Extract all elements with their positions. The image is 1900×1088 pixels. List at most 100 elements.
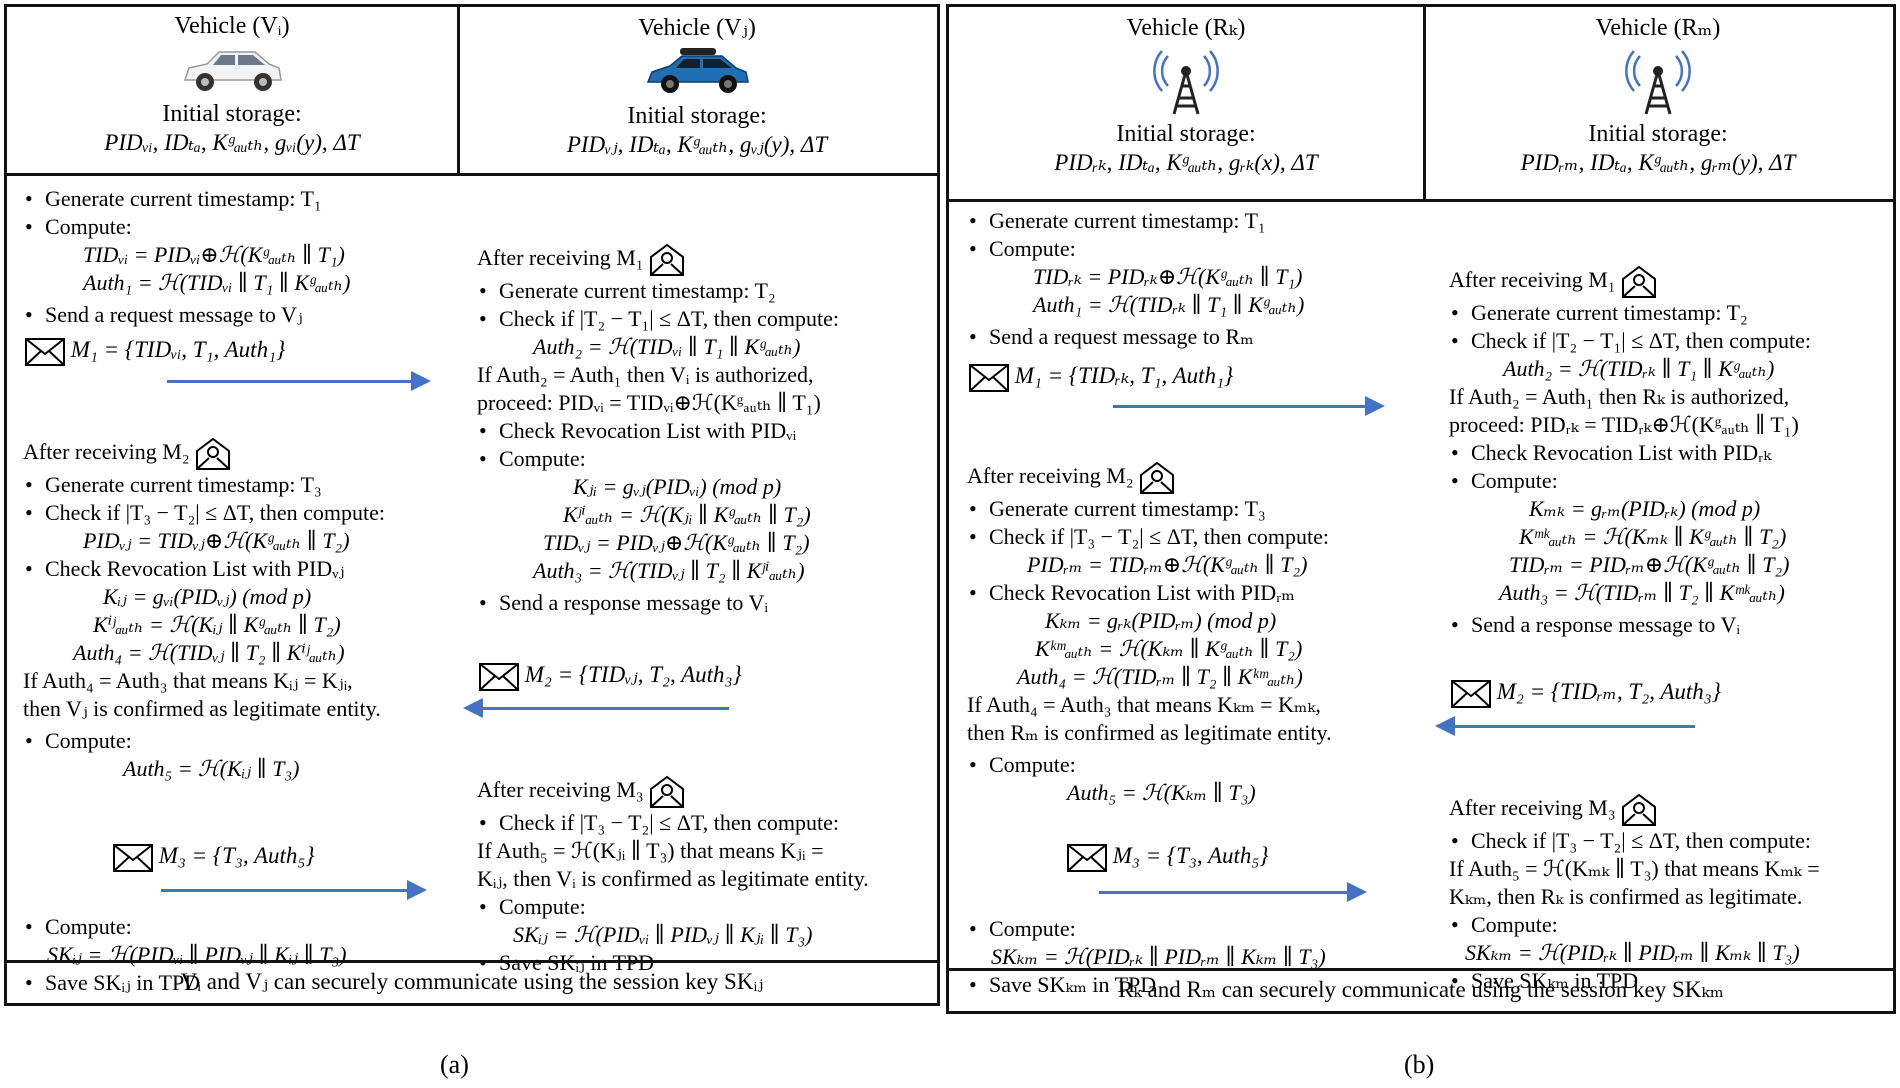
- equation-line: Auth₃ = ℋ(TIDᵥⱼ ∥ T₂ ∥ Kʲⁱₐᵤₜₕ): [533, 558, 805, 583]
- panel-a: Vehicle (Vᵢ) Initial storage: PIDᵥᵢ, IDₜ…: [4, 4, 940, 1006]
- equation-line: Kᵏᵐₐᵤₜₕ = ℋ(Kₖₘ ∥ Kᵍₐᵤₜₕ ∥ T₂): [1035, 636, 1303, 661]
- footer-a: Vᵢ and Vⱼ can securely communicate using…: [7, 960, 937, 1003]
- rk-steps-2: After receiving M₂ Generate current time…: [967, 461, 1407, 807]
- step-line: proceed: PIDᵥᵢ = TIDᵥᵢ⊕ℋ(Kᵍₐᵤₜₕ ∥ T₁): [477, 390, 821, 415]
- step-line: Send a response message to Vᵢ: [477, 589, 937, 617]
- message-m2-a: M₂ = {TIDᵥⱼ, T₂, Auth₃}: [479, 662, 742, 691]
- equation-line: TIDᵥⱼ = PIDᵥⱼ⊕ℋ(Kᵍₐᵤₜₕ ∥ T₂): [543, 530, 810, 555]
- step-line: then Rₘ is confirmed as legitimate entit…: [967, 720, 1332, 745]
- tower-icon: [949, 46, 1423, 121]
- step-line: After receiving M₂: [23, 437, 443, 471]
- rk-storage-label: Initial storage:: [1116, 121, 1256, 147]
- envelope-icon: [113, 843, 153, 872]
- step-line: Check if |T₃ − T₂| ≤ ΔT, then compute:: [967, 523, 1407, 551]
- equation-line: Auth₃ = ℋ(TIDᵣₘ ∥ T₂ ∥ Kᵐᵏₐᵤₜₕ): [1499, 580, 1785, 605]
- step-line: Send a response message to Vᵢ: [1449, 611, 1895, 639]
- step-line: Check if |T₂ − T₁| ≤ ΔT, then compute:: [477, 305, 937, 333]
- message-m3-a: M₃ = {T₃, Auth₅}: [113, 843, 315, 872]
- open-envelope-icon: [1622, 265, 1656, 298]
- arrow-m1-a: [167, 371, 431, 391]
- arrow-m3-b: [1099, 882, 1367, 902]
- step-line: Check Revocation List with PIDᵣₖ: [1449, 439, 1895, 467]
- equation-line: TIDᵣₘ = PIDᵣₘ⊕ℋ(Kᵍₐᵤₜₕ ∥ T₂): [1509, 552, 1790, 577]
- equation-line: Auth₁ = ℋ(TIDᵥᵢ ∥ T₁ ∥ Kᵍₐᵤₜₕ): [83, 270, 351, 295]
- rk-header: Vehicle (Rₖ) Initial storage: PIDᵣₖ, IDₜ…: [949, 7, 1426, 199]
- open-envelope-icon: [1140, 461, 1174, 494]
- step-line: If Auth₄ = Auth₃ that means Kₖₘ = Kₘₖ,: [967, 692, 1321, 717]
- open-envelope-icon: [196, 437, 230, 470]
- arrow-m2-b: [1435, 716, 1695, 736]
- vj-storage-label: Initial storage:: [627, 103, 767, 129]
- equation-line: Auth₅ = ℋ(Kₖₘ ∥ T₃): [1067, 780, 1256, 805]
- step-line: If Auth₂ = Auth₁ then Vᵢ is authorized,: [477, 362, 814, 387]
- step-line: After receiving M₃: [1449, 793, 1895, 827]
- step-line: After receiving M₂: [967, 461, 1407, 495]
- equation-line: Auth₄ = ℋ(TIDᵥⱼ ∥ T₂ ∥ Kⁱʲₐᵤₜₕ): [73, 640, 345, 665]
- step-line: Compute:: [23, 913, 443, 941]
- step-line: Compute:: [967, 751, 1407, 779]
- rk-title: Vehicle (Rₖ): [1126, 15, 1246, 41]
- vj-steps: After receiving M₁ Generate current time…: [477, 243, 937, 617]
- arrow-m1-b: [1113, 396, 1385, 416]
- m3-label-a: M₃ = {T₃, Auth₅}: [158, 843, 315, 868]
- caption-b: (b): [1404, 1050, 1435, 1079]
- envelope-icon: [1067, 843, 1107, 872]
- message-m3-b: M₃ = {T₃, Auth₅}: [1067, 843, 1269, 872]
- message-m1-a: M₁ = {TIDᵥᵢ, T₁, Auth₁}: [25, 337, 285, 366]
- vehicle-vi-header: Vehicle (Vᵢ) Initial storage: PIDᵥᵢ, IDₜ…: [7, 7, 460, 173]
- open-envelope-icon: [650, 243, 684, 276]
- step-line: If Auth₄ = Auth₃ that means Kᵢⱼ = Kⱼᵢ,: [23, 668, 353, 693]
- step-line: Kₖₘ, then Rₖ is confirmed as legitimate.: [1449, 884, 1803, 909]
- step-line: After receiving M₃: [477, 775, 937, 809]
- equation-line: Auth₂ = ℋ(TIDᵥᵢ ∥ T₁ ∥ Kᵍₐᵤₜₕ): [533, 334, 801, 359]
- step-line: then Vⱼ is confirmed as legitimate entit…: [23, 696, 381, 721]
- step-line: Send a request message to Rₘ: [967, 323, 1407, 351]
- equation-line: SKₖₘ = ℋ(PIDᵣₖ ∥ PIDᵣₘ ∥ Kₖₘ ∥ T₃): [991, 944, 1326, 969]
- equation-line: TIDᵣₖ = PIDᵣₖ⊕ℋ(Kᵍₐᵤₜₕ ∥ T₁): [1033, 264, 1303, 289]
- step-line: If Auth₂ = Auth₁ then Rₖ is authorized,: [1449, 384, 1790, 409]
- envelope-icon: [479, 662, 519, 691]
- rm-steps: After receiving M₁ Generate current time…: [1449, 265, 1895, 639]
- envelope-icon: [1451, 679, 1491, 708]
- equation-line: Auth₂ = ℋ(TIDᵣₖ ∥ T₁ ∥ Kᵍₐᵤₜₕ): [1503, 356, 1775, 381]
- message-m1-b: M₁ = {TIDᵣₖ, T₁, Auth₁}: [969, 363, 1233, 392]
- step-line: Check Revocation List with PIDᵣₘ: [967, 579, 1407, 607]
- vi-storage-values: PIDᵥᵢ, IDₜₐ, Kᵍₐᵤₜₕ, gᵥᵢ(y), ΔT: [104, 130, 360, 155]
- equation-line: TIDᵥᵢ = PIDᵥᵢ⊕ℋ(Kᵍₐᵤₜₕ ∥ T₁): [83, 242, 345, 267]
- step-line: Check Revocation List with PIDᵥᵢ: [477, 417, 937, 445]
- step-line: Check if |T₃ − T₂| ≤ ΔT, then compute:: [1449, 827, 1895, 855]
- message-m2-b: M₂ = {TIDᵣₘ, T₂, Auth₃}: [1451, 679, 1721, 708]
- step-line: Generate current timestamp: T₁: [967, 207, 1407, 235]
- arrow-m3-a: [161, 880, 427, 900]
- equation-line: PIDᵣₘ = TIDᵣₘ⊕ℋ(Kᵍₐᵤₜₕ ∥ T₂): [1027, 552, 1308, 577]
- step-line: Save SKₖₘ in TPD: [1449, 967, 1895, 995]
- rm-steps-2: After receiving M₃ Check if |T₃ − T₂| ≤ …: [1449, 793, 1895, 995]
- step-line: Compute:: [1449, 911, 1895, 939]
- panel-a-header: Vehicle (Vᵢ) Initial storage: PIDᵥᵢ, IDₜ…: [7, 7, 937, 176]
- panel-b: Vehicle (Rₖ) Initial storage: PIDᵣₖ, IDₜ…: [946, 4, 1896, 1014]
- tower-icon: [1423, 46, 1893, 121]
- step-line: Compute:: [967, 915, 1407, 943]
- equation-line: Kⁱʲₐᵤₜₕ = ℋ(Kᵢⱼ ∥ Kᵍₐᵤₜₕ ∥ T₂): [93, 612, 341, 637]
- step-line: Generate current timestamp: T₁: [23, 185, 443, 213]
- panel-b-header: Vehicle (Rₖ) Initial storage: PIDᵣₖ, IDₜ…: [949, 7, 1893, 202]
- step-line: Kᵢⱼ, then Vᵢ is confirmed as legitimate …: [477, 866, 869, 891]
- rk-steps-3: Compute: SKₖₘ = ℋ(PIDᵣₖ ∥ PIDᵣₘ ∥ Kₖₘ ∥ …: [967, 915, 1407, 999]
- step-line: Generate current timestamp: T₂: [1449, 299, 1895, 327]
- m2-label-a: M₂ = {TIDᵥⱼ, T₂, Auth₃}: [524, 662, 742, 687]
- vi-steps: Generate current timestamp: T₁ Compute: …: [23, 185, 443, 329]
- m2-label-b: M₂ = {TIDᵣₘ, T₂, Auth₃}: [1496, 679, 1721, 704]
- equation-line: Auth₁ = ℋ(TIDᵣₖ ∥ T₁ ∥ Kᵍₐᵤₜₕ): [1033, 292, 1305, 317]
- vj-storage-values: PIDᵥⱼ, IDₜₐ, Kᵍₐᵤₜₕ, gᵥⱼ(y), ΔT: [566, 132, 828, 157]
- vehicle-vi-title: Vehicle (Vᵢ): [174, 13, 290, 39]
- m3-label-b: M₃ = {T₃, Auth₅}: [1112, 843, 1269, 868]
- step-line: Send a request message to Vⱼ: [23, 301, 443, 329]
- m1-label-b: M₁ = {TIDᵣₖ, T₁, Auth₁}: [1014, 363, 1234, 388]
- step-line: Generate current timestamp: T₃: [23, 471, 443, 499]
- equation-line: Kᵐᵏₐᵤₜₕ = ℋ(Kₘₖ ∥ Kᵍₐᵤₜₕ ∥ T₂): [1519, 524, 1787, 549]
- equation-line: Kₖₘ = gᵣₖ(PIDᵣₘ) (mod p): [1045, 608, 1277, 633]
- open-envelope-icon: [650, 775, 684, 808]
- caption-a: (a): [440, 1050, 469, 1079]
- footer-b: Rₖ and Rₘ can securely communicate using…: [949, 968, 1893, 1011]
- equation-line: SKₖₘ = ℋ(PIDᵣₖ ∥ PIDᵣₘ ∥ Kₘₖ ∥ T₃): [1465, 940, 1800, 965]
